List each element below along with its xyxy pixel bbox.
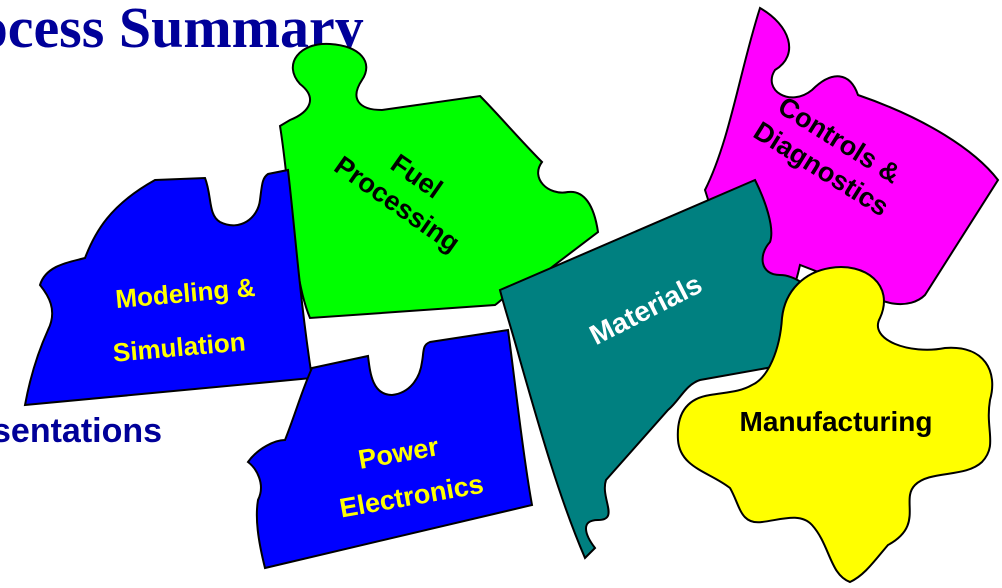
piece-modeling-shape (23, 168, 314, 407)
piece-power-electronics: Power Electronics (246, 328, 534, 570)
piece-modeling-simulation: Modeling & Simulation (23, 168, 314, 407)
piece-controls-shape (703, 6, 1000, 340)
piece-controls-diagnostics: Controls & Diagnostics (703, 6, 1000, 340)
piece-fuel-processing: Fuel Processing (278, 42, 600, 320)
piece-manufacturing-shape (676, 266, 994, 584)
piece-materials: Materials (498, 178, 842, 560)
piece-power-shape (246, 328, 534, 570)
presentations-label: sentations (0, 412, 163, 450)
manufacturing-label: Manufacturing (740, 406, 933, 437)
piece-manufacturing: Manufacturing (676, 266, 994, 584)
piece-materials-shape (498, 178, 842, 560)
